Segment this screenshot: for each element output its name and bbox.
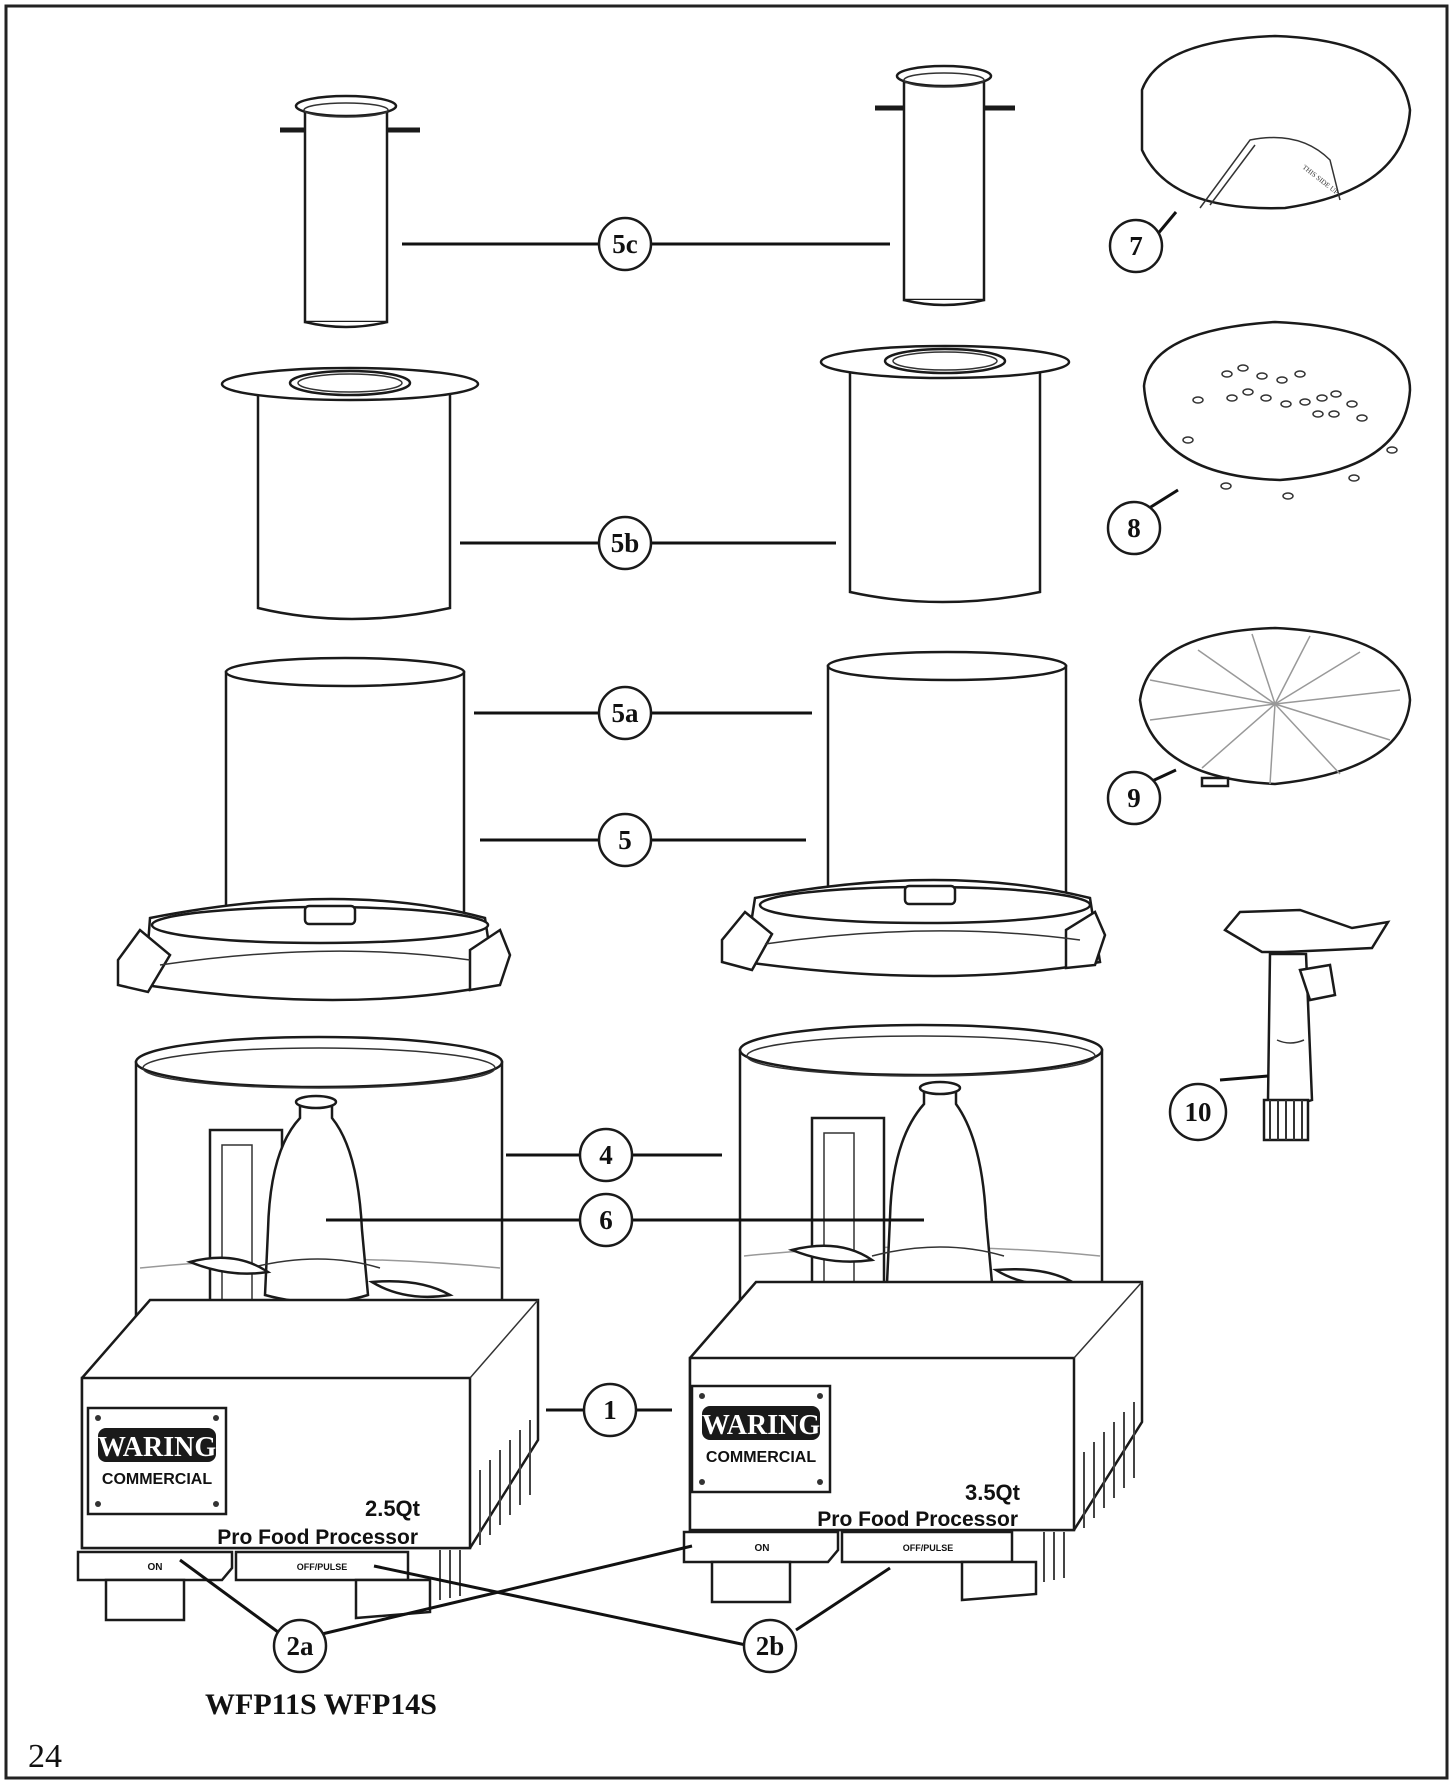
- callout-4-text: 4: [599, 1140, 613, 1170]
- shredding-disc: [1142, 320, 1412, 500]
- off-button-label-right: OFF/PULSE: [903, 1543, 954, 1553]
- off-button-label-left: OFF/PULSE: [297, 1562, 348, 1572]
- brand-sub-right: COMMERCIAL: [706, 1449, 816, 1466]
- page-frame: [4, 4, 1449, 1780]
- callout-5-text: 5: [618, 825, 632, 855]
- large-pusher-left: [220, 366, 480, 621]
- callout-1: 1: [582, 1382, 638, 1438]
- callout-9: 9: [1106, 770, 1162, 826]
- brand-sub-left: COMMERCIAL: [102, 1471, 212, 1488]
- callout-8: 8: [1106, 500, 1162, 556]
- product-label-right: Pro Food Processor: [817, 1508, 1018, 1531]
- on-button-label-right: ON: [755, 1543, 770, 1554]
- callout-5c: 5c: [597, 216, 653, 272]
- callout-5b: 5b: [597, 515, 653, 571]
- callout-9-text: 9: [1127, 783, 1141, 813]
- slicing-disc: THIS SIDE UP: [1140, 34, 1412, 210]
- small-pusher-right: [875, 64, 1015, 307]
- product-label-left: Pro Food Processor: [217, 1526, 418, 1549]
- small-pusher-left: [280, 94, 420, 329]
- lid-left: [116, 656, 512, 1002]
- callout-5b-text: 5b: [611, 528, 640, 558]
- grating-disc: [1138, 626, 1412, 788]
- lid-right: [720, 650, 1107, 978]
- large-pusher-right: [819, 344, 1071, 604]
- callout-6-text: 6: [599, 1205, 613, 1235]
- page-number: 24: [28, 1738, 62, 1775]
- on-button-label-left: ON: [148, 1562, 163, 1573]
- brand-name-left: WARING: [98, 1432, 216, 1463]
- callout-8-text: 8: [1127, 513, 1141, 543]
- leader-lines: [179, 211, 1269, 1647]
- callout-2b-text: 2b: [756, 1631, 785, 1661]
- callout-10-text: 10: [1185, 1097, 1212, 1127]
- blade-shaft: [1223, 908, 1391, 1142]
- callout-4: 4: [578, 1127, 634, 1183]
- callout-5c-text: 5c: [612, 229, 638, 259]
- callout-6: 6: [578, 1192, 634, 1248]
- callout-5: 5: [597, 812, 653, 868]
- capacity-label-left: 2.5Qt: [365, 1496, 421, 1521]
- callout-10: 10: [1168, 1082, 1228, 1142]
- capacity-label-right: 3.5Qt: [965, 1480, 1021, 1505]
- brand-name-right: WARING: [702, 1410, 820, 1441]
- callout-5a: 5a: [597, 685, 653, 741]
- model-label: WFP11S WFP14S: [205, 1688, 437, 1721]
- callout-1-text: 1: [603, 1395, 617, 1425]
- work-bowl-left: [134, 1035, 504, 1360]
- callout-2a: 2a: [272, 1618, 328, 1674]
- motor-base-right: WARING COMMERCIAL 3.5Qt Pro Food Process…: [682, 1280, 1144, 1604]
- callout-5a-text: 5a: [612, 698, 640, 728]
- motor-base-left: WARING COMMERCIAL 2.5Qt Pro Food Process…: [76, 1298, 540, 1622]
- callout-2a-text: 2a: [287, 1631, 315, 1661]
- callout-2b: 2b: [742, 1618, 798, 1674]
- callout-7: 7: [1108, 218, 1164, 274]
- callout-7-text: 7: [1129, 231, 1143, 261]
